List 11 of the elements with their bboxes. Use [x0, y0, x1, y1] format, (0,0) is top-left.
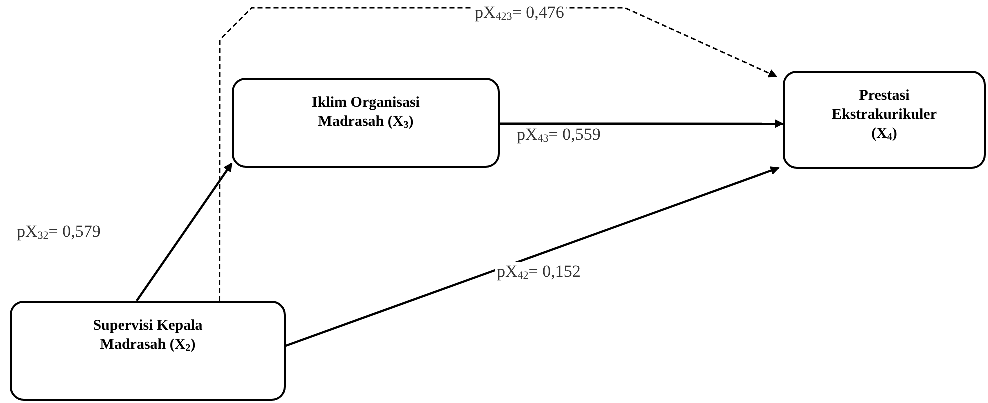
- edge-label: pX$_{42}$= 0,152: [495, 262, 583, 282]
- variable-box: [232, 78, 500, 168]
- arrow: [219, 7, 778, 301]
- arrow: [500, 119, 784, 128]
- variable-name: Iklim Organisasi Madrasah (X$_{3}$): [311, 94, 421, 132]
- variable-name: Prestasi Ekstrakurikuler (X$_{4}$): [830, 87, 938, 144]
- arrow: [286, 166, 780, 348]
- variable-box: [10, 301, 286, 401]
- variable-box: [783, 71, 986, 169]
- variable-name: Supervisi Kepala Madrasah (X$_{2}$): [92, 317, 204, 356]
- arrow: [136, 162, 233, 302]
